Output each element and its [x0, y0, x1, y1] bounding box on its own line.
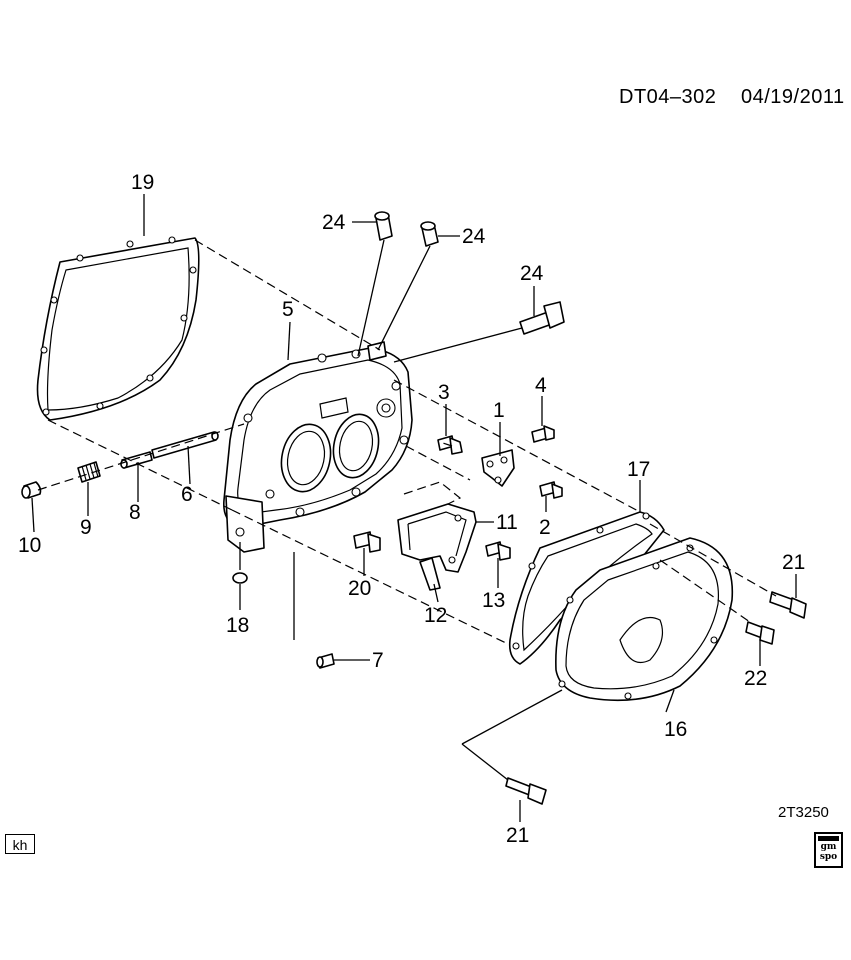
- callout-24-c: 24: [520, 262, 544, 285]
- callout-13: 13: [482, 589, 505, 612]
- callout-18: 18: [226, 614, 249, 637]
- kh-badge: kh: [5, 834, 35, 854]
- figure-code: 2T3250: [778, 804, 829, 821]
- callout-6: 6: [181, 483, 193, 506]
- part-1-bracket: [481, 449, 515, 487]
- part-21-bolt-b: [505, 777, 547, 805]
- callout-labels: 19 24 24 24 5 3 4 1 17 6 8 9 10 2 11 13 …: [18, 171, 805, 847]
- callout-7: 7: [372, 649, 384, 672]
- part-3-bolt: [437, 435, 463, 455]
- part-10-plug: [21, 481, 42, 499]
- callout-10: 10: [18, 534, 41, 557]
- callout-20: 20: [348, 577, 371, 600]
- callout-4: 4: [535, 374, 547, 397]
- logo-text: gm spo: [819, 842, 838, 862]
- part-20-bolt: [353, 531, 381, 553]
- callout-17: 17: [627, 458, 650, 481]
- callout-8: 8: [129, 501, 141, 524]
- part-6-shaft: [151, 431, 219, 459]
- part-11-12-bracket: [397, 503, 477, 591]
- document-date: 04/19/2011: [741, 86, 845, 108]
- callout-21-b: 21: [506, 824, 529, 847]
- callout-21-a: 21: [782, 551, 805, 574]
- callout-9: 9: [80, 516, 92, 539]
- part-21-bolt-a: [769, 591, 807, 619]
- part-4-bolt: [531, 425, 555, 443]
- gm-spo-logo-icon: gm spo: [814, 832, 843, 868]
- callout-16: 16: [664, 718, 687, 741]
- part-19-gasket: [36, 236, 200, 421]
- callout-24-a: 24: [322, 211, 346, 234]
- document-id: DT04–302: [619, 86, 717, 108]
- part-2-bolt: [539, 481, 563, 499]
- alignment-lines: [37, 239, 777, 645]
- part-9-spring: [77, 461, 101, 483]
- callout-19: 19: [131, 171, 154, 194]
- part-24-bolt-c: [519, 301, 565, 335]
- logo-bar: [818, 836, 839, 841]
- callout-24-b: 24: [462, 225, 486, 248]
- leader-lines: [31, 194, 797, 822]
- part-5-case: [223, 341, 413, 553]
- callout-11: 11: [496, 511, 518, 534]
- part-7-pin: [316, 653, 335, 669]
- part-13-bolt: [485, 541, 511, 561]
- callout-1: 1: [493, 399, 505, 422]
- callout-12: 12: [424, 604, 447, 627]
- part-16-cover: [555, 537, 734, 702]
- callout-3: 3: [438, 381, 450, 404]
- part-22-bolt: [745, 621, 775, 645]
- part-18-seal: [232, 572, 248, 584]
- part-24-bolt-b: [420, 221, 439, 247]
- callout-22: 22: [744, 667, 767, 690]
- callout-5: 5: [282, 298, 294, 321]
- part-24-bolt-a: [374, 211, 393, 241]
- callout-2: 2: [539, 516, 551, 539]
